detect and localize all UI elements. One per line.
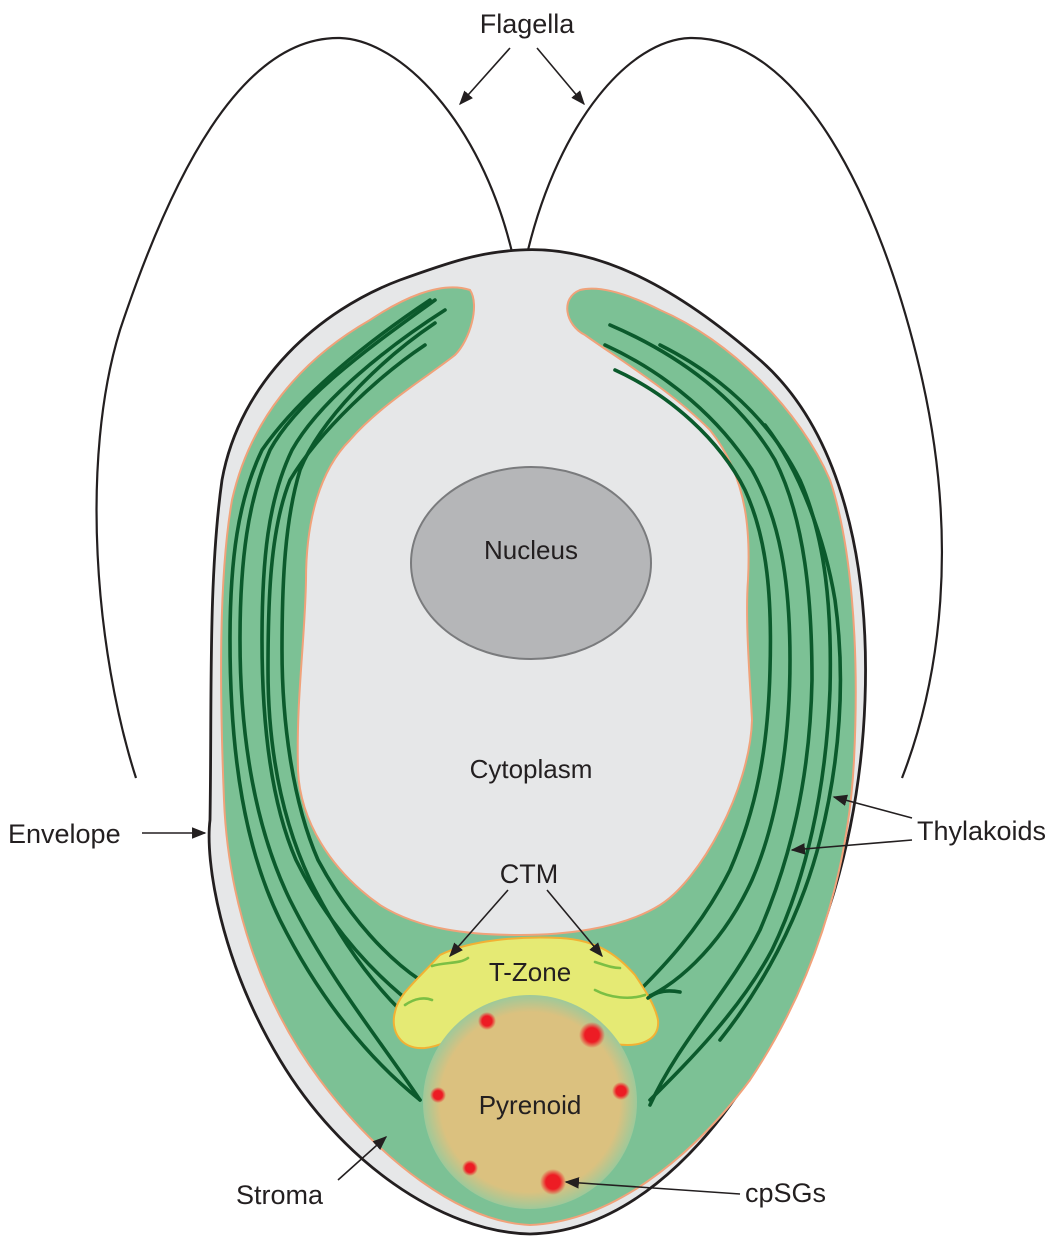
label-flagella: Flagella [480,9,576,39]
label-nucleus: Nucleus [484,535,578,565]
label-envelope: Envelope [8,819,121,849]
label-pyrenoid: Pyrenoid [479,1090,582,1120]
label-cpsgs: cpSGs [745,1178,826,1208]
label-cytoplasm: Cytoplasm [470,754,593,784]
label-thylakoids: Thylakoids [917,816,1046,846]
label-t-zone: T-Zone [489,957,571,987]
label-ctm: CTM [500,859,558,889]
label-stroma: Stroma [236,1180,324,1210]
